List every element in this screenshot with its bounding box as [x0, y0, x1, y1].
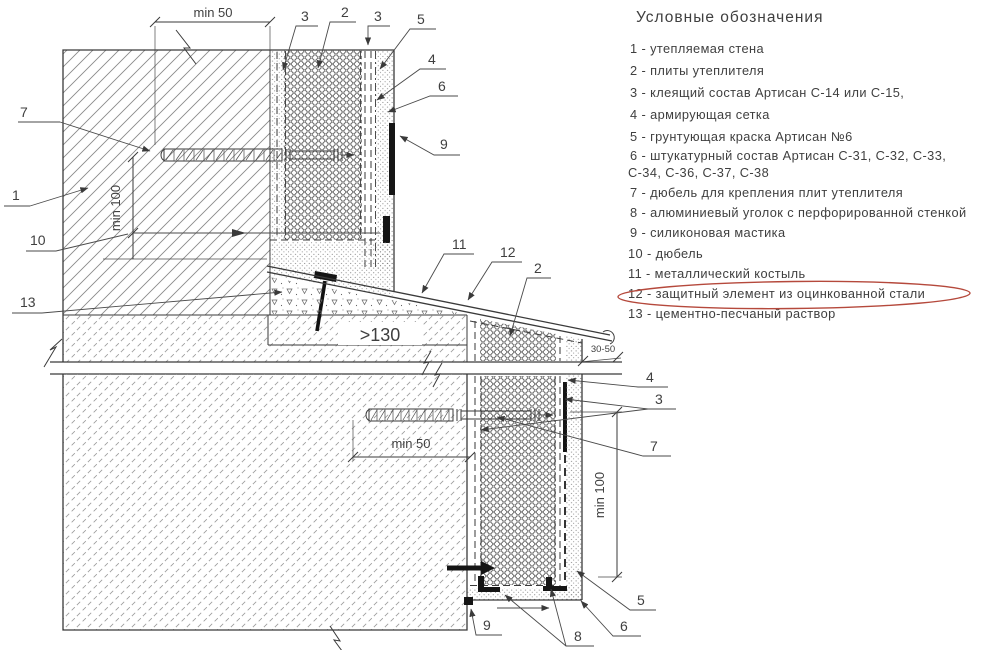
callout-2-upper: 2	[341, 4, 349, 20]
legend-item-5: 5 - грунтующая краска Артисан №6	[630, 129, 853, 144]
legend-title: Условные обозначения	[636, 9, 823, 26]
insulation-top-part	[480, 319, 556, 361]
lower-wall-section	[62, 319, 583, 650]
highlight-ellipse-item-12	[617, 280, 971, 310]
legend-item-9: 9 - силиконовая мастика	[630, 225, 786, 240]
mastic-joint-block	[383, 216, 390, 243]
callout-3-upper-right: 3	[374, 8, 382, 24]
callout-7-upper: 7	[20, 104, 28, 120]
upper-wall-hatch	[63, 50, 270, 315]
direction-arrowhead	[232, 229, 246, 237]
callout-4-lower: 4	[646, 369, 654, 385]
joint-arrow-tail	[447, 565, 481, 571]
flashing-drip-curl	[602, 330, 615, 345]
metal-bracket-line	[266, 265, 611, 336]
plaster-layer-upper	[376, 50, 394, 270]
joint-arrow-head	[481, 561, 495, 575]
callout-6-upper: 6	[438, 78, 446, 94]
aluminium-angle-right-v	[546, 577, 552, 588]
silicone-mastic-lower	[464, 597, 473, 605]
dim-ledge-depth: >130	[360, 325, 401, 345]
legend-item-12: 12 - защитный элемент из оцинкованной ст…	[628, 286, 925, 301]
cement-sand-mortar	[269, 277, 466, 314]
callout-5-upper: 5	[417, 11, 425, 27]
dim-min50-upper: min 50	[193, 5, 232, 20]
silicone-mastic-upper	[389, 123, 395, 195]
adhesive-bed	[270, 241, 394, 296]
callout-1: 1	[12, 187, 20, 203]
dim-min100-lower: min 100	[592, 472, 607, 518]
plaster-top-part	[566, 336, 582, 361]
legend-item-3: 3 - клеящий состав Артисан С-14 или С-15…	[630, 85, 904, 100]
legend: Условные обозначения 1 - утепляемая стен…	[617, 9, 971, 321]
aluminium-angle-right-h	[543, 586, 567, 591]
plaster-layer-lower	[566, 374, 582, 600]
callout-3-upper-left: 3	[301, 8, 309, 24]
legend-item-8: 8 - алюминиевый уголок с перфорированной…	[630, 205, 967, 220]
callout-9-lower: 9	[483, 617, 491, 633]
legend-item-2: 2 - плиты утеплителя	[630, 63, 764, 78]
legend-item-6: 6 - штукатурный состав Артисан С-31, С-3…	[630, 148, 946, 163]
callout-10: 10	[30, 232, 46, 248]
legend-item-6-cont: С-34, С-36, С-37, С-38	[628, 165, 769, 180]
mesh-strip	[563, 382, 567, 452]
callout-13: 13	[20, 294, 36, 310]
callout-6-lower: 6	[620, 618, 628, 634]
dim-overhang: 30-50	[591, 344, 615, 355]
insulation-board-lower	[480, 376, 556, 585]
dowel-upper	[160, 148, 355, 162]
aluminium-angle-left	[478, 576, 500, 592]
callout-11: 11	[452, 236, 467, 252]
callout-12: 12	[500, 244, 516, 260]
upper-wall-section	[62, 49, 615, 362]
callout-8: 8	[574, 628, 582, 644]
legend-item-1: 1 - утепляемая стена	[630, 41, 764, 56]
legend-item-7: 7 - дюбель для крепления плит утеплителя	[630, 185, 903, 200]
dim-min50-lower: min 50	[391, 436, 430, 451]
callout-4-upper: 4	[428, 51, 436, 67]
callout-3-lower: 3	[655, 391, 663, 407]
callout-9-upper: 9	[440, 136, 448, 152]
dim-min100-upper: min 100	[108, 185, 123, 231]
legend-item-10: 10 - дюбель	[628, 246, 703, 261]
legend-item-4: 4 - армирующая сетка	[630, 107, 770, 122]
callout-5-lower: 5	[637, 592, 645, 608]
legend-item-11: 11 - металлический костыль	[628, 266, 806, 281]
flashing-line	[266, 271, 613, 342]
dimensions: min 50 min 100 >130 30-50 min 50 min 100	[108, 5, 624, 583]
dowel-lower	[365, 408, 554, 422]
callout-7-lower: 7	[650, 438, 658, 454]
insulation-board-upper	[284, 50, 362, 240]
lower-wall-hatch	[63, 374, 467, 630]
callouts: 7 1 10 13 3 2 3 5 4 6 9 11 12 2 4 3	[4, 4, 676, 647]
legend-item-13: 13 - цементно-песчаный раствор	[628, 306, 836, 321]
callout-2-lower: 2	[534, 260, 542, 276]
